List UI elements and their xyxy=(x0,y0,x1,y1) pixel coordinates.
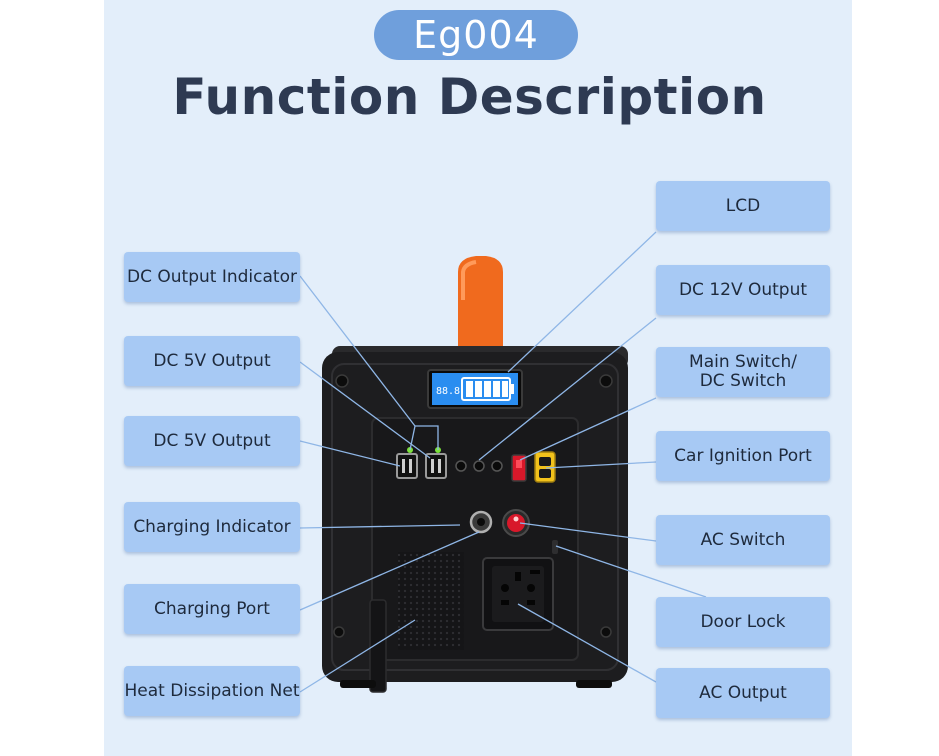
screw-icon xyxy=(599,374,613,388)
device-foot xyxy=(340,680,376,688)
label-main-switch: Main Switch/ DC Switch xyxy=(656,347,830,397)
battery-tip xyxy=(510,384,514,394)
battery-bar xyxy=(466,381,473,397)
leader-line-dc-12v xyxy=(478,317,657,461)
leader-line-main-switch xyxy=(519,397,657,461)
lcd-readout: 88.8 xyxy=(436,386,460,397)
leader-line-dc-5v-output-1 xyxy=(299,361,431,459)
label-dc-output-indicator: DC Output Indicator xyxy=(124,252,300,302)
label-main-switch-line2: DC Switch xyxy=(699,371,787,391)
label-door-lock: Door Lock xyxy=(656,597,830,647)
model-badge: Eg004 xyxy=(374,10,578,60)
door-lock xyxy=(552,540,558,554)
leader-line-car-ignition xyxy=(545,461,657,469)
dc-12v-port xyxy=(455,460,467,472)
device-foot xyxy=(576,680,612,688)
label-ac-switch: AC Switch xyxy=(656,515,830,565)
leader-line-heat-net xyxy=(299,619,416,693)
leader-line-dc-output-indicator xyxy=(415,425,439,450)
leader-line-door-lock xyxy=(555,545,707,598)
battery-bar xyxy=(475,381,482,397)
dc-12v-port xyxy=(473,460,485,472)
page-title: Function Description xyxy=(172,68,767,126)
screw-icon xyxy=(335,374,349,388)
label-dc-12v-output: DC 12V Output xyxy=(656,265,830,315)
carry-handle xyxy=(458,256,503,350)
battery-bar xyxy=(502,381,508,397)
device-frame xyxy=(331,363,619,671)
label-dc-5v-output-2: DC 5V Output xyxy=(124,416,300,466)
label-ac-output: AC Output xyxy=(656,668,830,718)
label-lcd: LCD xyxy=(656,181,830,231)
label-dc-5v-output-1: DC 5V Output xyxy=(124,336,300,386)
label-heat-dissipation-net: Heat Dissipation Net xyxy=(124,666,300,716)
leader-line-ac-switch xyxy=(519,522,657,542)
label-charging-indicator: Charging Indicator xyxy=(124,502,300,552)
battery-bar xyxy=(484,381,491,397)
label-car-ignition-port: Car Ignition Port xyxy=(656,431,830,481)
leader-line-charging-indicator xyxy=(299,524,461,529)
battery-bar xyxy=(493,381,500,397)
leader-line-lcd xyxy=(507,231,657,373)
carry-handle-highlight xyxy=(461,260,477,300)
door-hinge xyxy=(369,599,387,693)
label-main-switch-line1: Main Switch/ xyxy=(689,352,797,372)
screw-icon xyxy=(333,626,345,638)
label-charging-port: Charging Port xyxy=(124,584,300,634)
leader-line-dc-5v-output-2 xyxy=(299,440,401,467)
screw-icon xyxy=(600,626,612,638)
leader-line-ac-output xyxy=(517,603,657,683)
dc-12v-port xyxy=(491,460,503,472)
leader-line-charging-port xyxy=(299,531,480,611)
leader-line-dc-output-indicator xyxy=(299,275,416,451)
